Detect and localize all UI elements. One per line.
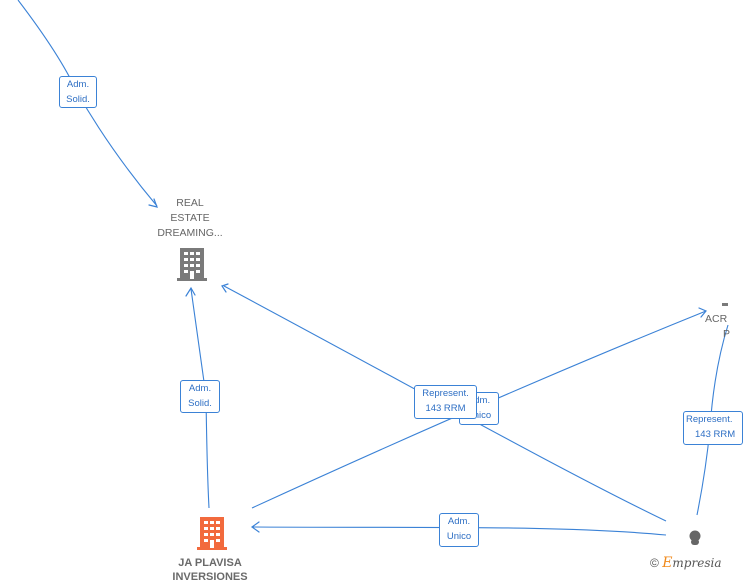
edge-label-line1: Represent. [686,414,733,425]
building-icon[interactable] [176,246,208,282]
edge-label-line1: Represent. [422,388,469,399]
node-label-acr[interactable]: ACR P [705,312,731,342]
logo-first-letter: E [662,555,673,571]
edge-label-ja-to-real-estate[interactable]: Adm. Solid. [180,380,220,413]
edge-label-top-to-real-estate[interactable]: Adm. Solid. [59,76,97,108]
edge-label-line2: Solid. [188,398,212,409]
copyright-symbol: © [650,556,659,570]
acr-icon-fragment [722,303,728,306]
edge-label-person-to-acr[interactable]: Represent. 143 RRM [683,411,743,445]
node-label-ja-plavisa[interactable]: JA PLAVISA INVERSIONES [162,556,258,584]
person-icon[interactable] [687,528,703,548]
building-icon[interactable] [196,515,228,551]
edge-label-line1: Adm. [467,395,491,406]
edge-person-to-ja [252,526,667,536]
node-label-line: REAL [176,197,204,209]
edge-label-line2: Unico [466,410,492,421]
arrowhead-acr [698,307,707,318]
empresia-logo[interactable]: Empresia [662,555,722,571]
logo-rest: mpresia [672,556,722,570]
node-label-line: JA PLAVISA [178,557,242,569]
edge-label-line2: 143 RRM [425,403,466,414]
edge-label-line1: Adm. [447,516,471,527]
node-label-line: INVERSIONES [172,571,248,583]
edge-label-person-to-ja-represent[interactable]: Represent. 143 RRM [414,385,477,419]
arrowhead-ja [250,521,260,533]
arrowhead-real-estate-top [148,198,158,208]
node-label-line: ESTATE [170,212,210,224]
arrowhead-real-estate-right [221,283,229,293]
edge-label-line1: Adm. [188,383,212,394]
edge-label-line2: Unico [446,531,472,542]
edge-label-person-to-ja[interactable]: Adm. Unico [439,513,479,547]
relationship-diagram [17,0,729,536]
copyright-notice: © Empresia [650,555,721,571]
node-label-real-estate[interactable]: REAL ESTATE DREAMING... [150,196,230,241]
edge-label-line2: Solid. [66,94,90,105]
arrowhead-real-estate-bottom [185,286,196,297]
node-label-line: ACR [705,313,728,325]
node-label-line: P [723,328,731,340]
edge-label-line2: 143 RRM [695,429,736,440]
node-label-line: DREAMING... [157,227,223,239]
edge-label-line1: Adm. [66,79,90,90]
